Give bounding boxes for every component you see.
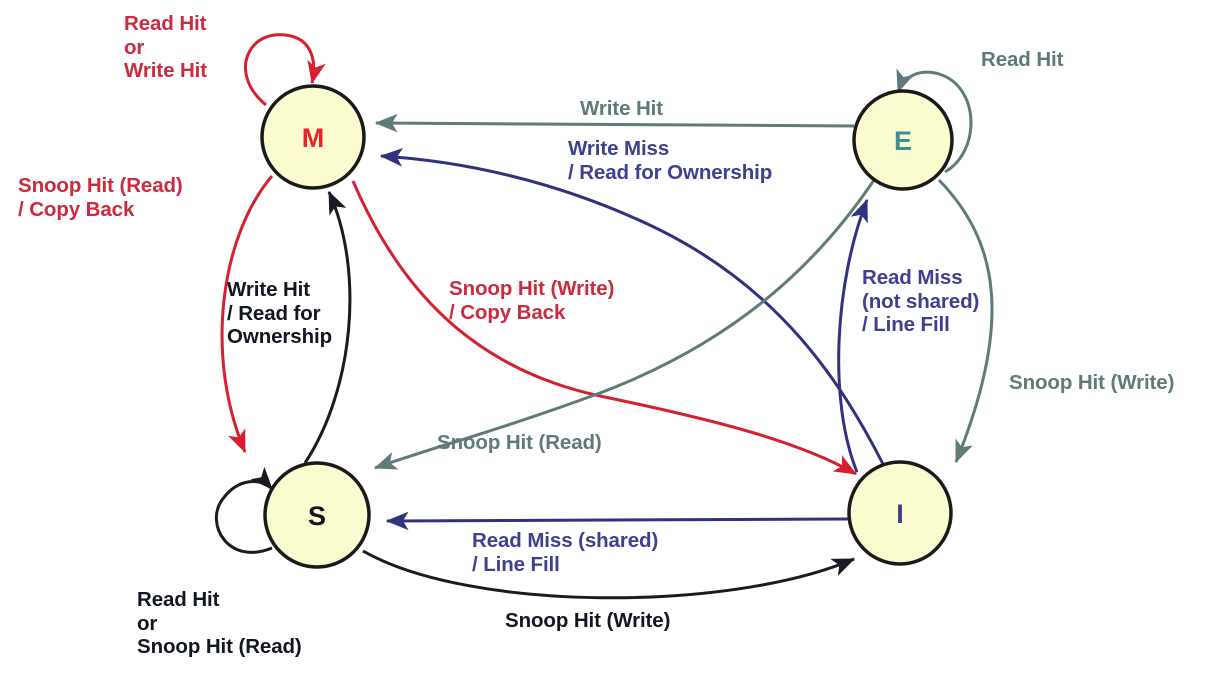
edge-label-s-self: Read Hit or Snoop Hit (Read) <box>137 588 302 658</box>
edge-label-m-to-i: Snoop Hit (Write) / Copy Back <box>449 277 615 324</box>
edge-s-to-m <box>303 190 352 464</box>
edge-label-e-to-i: Snoop Hit (Write) <box>1009 371 1175 394</box>
edge-m-to-s <box>220 175 274 454</box>
node-E-circle[interactable] <box>852 89 954 191</box>
node-M-circle[interactable] <box>260 84 366 190</box>
edge-label-m-to-s: Snoop Hit (Read) / Copy Back <box>18 174 183 221</box>
node-E[interactable]: E <box>852 89 954 191</box>
edge-i-to-m <box>379 148 885 465</box>
node-M[interactable]: M <box>260 84 366 190</box>
edge-label-e-self: Read Hit <box>981 48 1064 71</box>
edge-s-self <box>214 466 274 554</box>
node-I-label: I <box>896 499 904 529</box>
edge-label-i-to-m: Write Miss / Read for Ownership <box>568 137 773 184</box>
edge-i-to-s <box>385 511 849 531</box>
edge-label-m-self: Read Hit or Write Hit <box>124 12 208 82</box>
edge-label-i-to-e: Read Miss (not shared) / Line Fill <box>862 266 980 336</box>
edge-e-self <box>896 68 973 174</box>
edge-s-to-i <box>362 549 856 600</box>
edge-label-e-to-m: Write Hit <box>580 97 664 120</box>
node-M-label: M <box>302 123 325 153</box>
edge-label-s-to-m: Write Hit / Read for Ownership <box>227 278 333 348</box>
node-S-circle[interactable] <box>263 461 371 569</box>
edge-m-to-i <box>351 180 858 476</box>
node-E-label: E <box>894 126 912 156</box>
node-I[interactable]: I <box>847 460 953 566</box>
edge-label-i-to-s: Read Miss (shared) / Line Fill <box>472 529 659 576</box>
edge-e-to-s <box>373 179 876 470</box>
node-S-label: S <box>308 501 326 531</box>
edge-label-e-to-s: Snoop Hit (Read) <box>437 431 602 454</box>
edge-i-to-e <box>837 198 869 473</box>
node-S[interactable]: S <box>263 461 371 569</box>
edge-e-to-m <box>374 113 855 133</box>
edge-e-to-i <box>937 178 994 464</box>
edge-label-s-to-i: Snoop Hit (Write) <box>505 609 671 632</box>
edge-m-self <box>244 33 326 107</box>
node-I-circle[interactable] <box>847 460 953 566</box>
